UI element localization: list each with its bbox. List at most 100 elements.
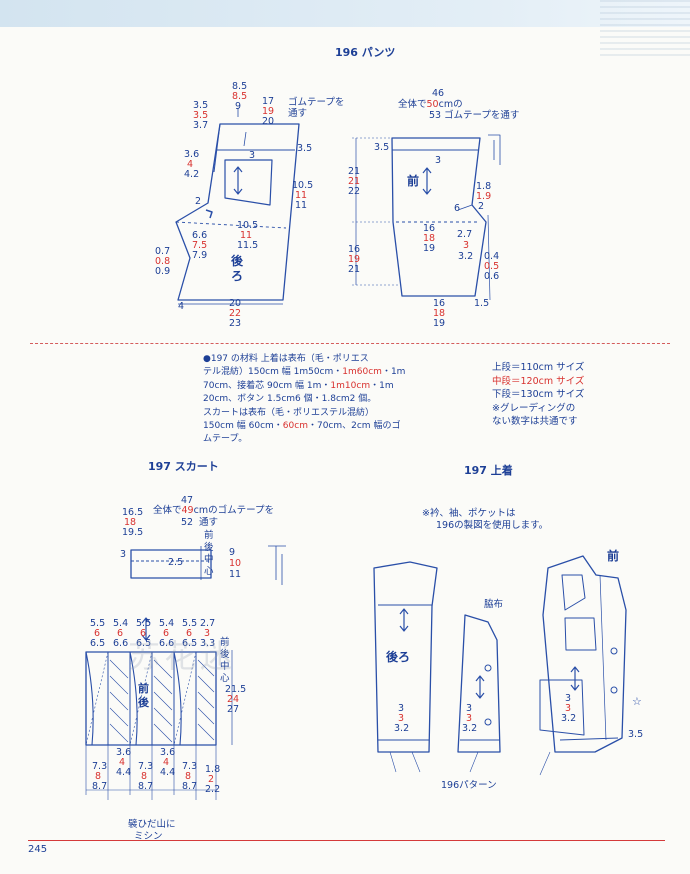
sk-width-2: 18 — [124, 517, 137, 528]
sk-width-1: 16.5 — [122, 507, 144, 518]
pf-hem-corner: 1.5 — [474, 298, 490, 309]
pf-hem-width-3: 19 — [433, 318, 446, 329]
materials-text-part: 1m60cm — [342, 367, 382, 378]
grain-arrows — [141, 166, 580, 699]
materials-text-part: 150cm 幅 60cm・ — [203, 421, 283, 432]
skirt-panel-pattern — [85, 650, 233, 800]
pb-yoke-right: 3.5 — [297, 143, 313, 154]
skirt-pleat-measure: 3.6 — [160, 747, 176, 758]
sk-right-center-4: 心 — [220, 673, 230, 684]
pb-hem-left-1: 0.7 — [155, 246, 171, 257]
jk-hem-3: 3.2 — [394, 723, 410, 734]
skirt-bottom-measure: 8.7 — [182, 781, 198, 792]
sk-center-4: 心 — [204, 566, 214, 577]
pf-crotch-right-3: 2 — [478, 201, 485, 212]
sk-waistband-left: 3 — [120, 549, 127, 560]
materials-text-part: ムテープ。 — [203, 434, 248, 445]
size-legend-line: 下段＝130cm サイズ — [492, 389, 585, 400]
pf-hem-right-1: 0.4 — [484, 251, 500, 262]
pb-hip-right-3: 11 — [295, 200, 308, 211]
pf-inseam-2: 19 — [348, 254, 361, 265]
skirt-top-measure: 6.5 — [182, 638, 198, 649]
skirt-top-measure: 6 — [117, 628, 124, 639]
pb-yoke-left-2: 3.5 — [193, 110, 209, 121]
pb-waist-width-1: 17 — [262, 96, 275, 107]
pb-hem-left-2: 0.8 — [155, 256, 171, 267]
sk-right-center-1: 前 — [220, 637, 230, 648]
pf-total-1: 46 — [432, 88, 445, 99]
size-legend-line: 中段＝120cm サイズ — [492, 375, 585, 387]
skirt-top-measure: 6.6 — [159, 638, 175, 649]
materials-text-part: 70cm、接着芯 90cm 幅 1m・ — [203, 380, 331, 391]
sk-note-bottom-1: 襞ひだ山に — [128, 819, 176, 830]
sk-right-center-2: 後 — [220, 649, 230, 660]
pb-knee-width-1: 10.5 — [237, 220, 259, 231]
jacket-side-pattern — [457, 614, 501, 773]
pb-yoke-left-3: 3.7 — [193, 120, 209, 131]
materials-line: 150cm 幅 60cm・60cm・70cm、2cm 幅のゴ — [203, 420, 443, 433]
pb-hem-left-3: 0.9 — [155, 266, 171, 277]
sk-height-2: 10 — [229, 558, 242, 569]
skirt-waistband-pattern — [130, 545, 286, 585]
materials-text-part: ・70cm、2cm 幅のゴ — [307, 421, 401, 432]
pb-waist-width-3: 20 — [262, 116, 275, 127]
pants-front-pattern — [352, 134, 501, 301]
skirt-top-measure: 5.5 — [90, 618, 106, 629]
jk-pocket-hem-3: 3.2 — [561, 713, 577, 724]
star-mark: ☆ — [632, 695, 642, 708]
pb-hip-right-1: 10.5 — [292, 180, 314, 191]
skirt-top-measure: 6 — [163, 628, 170, 639]
materials-line: 70cm、接着芯 90cm 幅 1m・1m10cm・1m — [203, 380, 443, 393]
skirt-top-measure: 5.4 — [159, 618, 175, 629]
skirt-bottom-measure: 7.3 — [138, 761, 154, 772]
pf-waist-left: 3.5 — [374, 142, 390, 153]
sk-waistband-inner: 2.5 — [168, 557, 184, 568]
sk-hem-right-1: 1.8 — [205, 764, 221, 775]
jk-pattern-note: 196パターン — [441, 780, 497, 791]
skirt-pleat-measure: 4.4 — [160, 767, 176, 778]
pf-waist-depth: 3 — [435, 155, 442, 166]
sk-length-1: 21.5 — [225, 684, 247, 695]
materials-line: 20cm、ボタン 1.5cm6 個・1.8cm2 個。 — [203, 393, 443, 406]
sk-center-3: 中 — [204, 554, 214, 565]
skirt-top-measure: 2.7 — [200, 618, 216, 629]
pf-note-1: 全体で50cmの — [398, 99, 463, 110]
sk-panel-label-1: 前 — [138, 682, 149, 695]
pb-note-2: 通す — [288, 108, 308, 119]
skirt-bottom-measure: 8 — [141, 771, 148, 782]
pb-pocket-left-3: 4.2 — [184, 169, 200, 180]
skirt-bottom-measure: 8 — [95, 771, 102, 782]
skirt-pleat-measure: 3.6 — [116, 747, 132, 758]
title-197-skirt: 197 スカート — [148, 460, 219, 473]
watermark: 苏花迷 — [128, 637, 237, 675]
pb-label-1: 後 — [231, 254, 244, 268]
pb-crotch-depth-3: 7.9 — [192, 250, 208, 261]
pf-inseam-3: 21 — [348, 264, 361, 275]
materials-line: テル混紡）150cm 幅 1m50cm・1m60cm・1m — [203, 366, 443, 379]
jk-pocket-hem-2: 3 — [565, 703, 572, 714]
skirt-top-measure: 6 — [94, 628, 101, 639]
sk-total-1: 47 — [181, 495, 194, 506]
pf-hem-width-2: 18 — [433, 308, 446, 319]
materials-text: ●197 の材料 上着は表布（毛・ポリエステル混紡）150cm 幅 1m50cm… — [203, 353, 443, 447]
top-band — [0, 0, 690, 27]
pf-inseam-1: 16 — [348, 244, 361, 255]
sk-height-3: 11 — [229, 569, 242, 580]
sk-note-2: 通す — [199, 517, 219, 528]
jk-side-hem-2: 3 — [466, 713, 473, 724]
sk-length-3: 27 — [227, 704, 240, 715]
pb-hem-corner: 4 — [178, 301, 185, 312]
materials-text-part: 1m10cm — [330, 380, 371, 391]
pf-note-2: ゴムテープを通す — [444, 110, 520, 121]
jk-note-2: 196の製図を使用します。 — [436, 520, 549, 531]
pf-knee-1: 16 — [423, 223, 436, 234]
skirt-bottom-measure: 7.3 — [182, 761, 198, 772]
materials-text-part: 60cm — [282, 421, 308, 432]
pf-crotch-right-1: 1.8 — [476, 181, 492, 192]
materials-text-part: 20cm、ボタン 1.5cm6 個・1.8cm2 個。 — [203, 394, 377, 405]
pb-waist-width-2: 19 — [262, 106, 275, 117]
pb-note-1: ゴムテープを — [288, 97, 345, 108]
pb-knee-width-2: 11 — [240, 230, 253, 241]
sk-hem-right-3: 2.2 — [205, 784, 221, 795]
